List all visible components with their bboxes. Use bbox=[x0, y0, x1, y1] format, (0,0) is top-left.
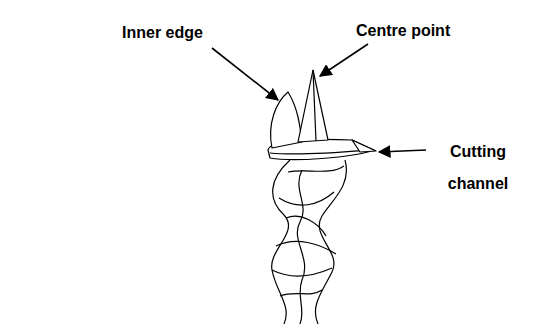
leader-arrow bbox=[379, 150, 426, 152]
helix-band bbox=[279, 192, 334, 205]
helix-band bbox=[297, 170, 304, 324]
helix-band bbox=[286, 216, 326, 236]
part-label: Cutting channel bbox=[432, 136, 524, 200]
part-label: Centre point bbox=[356, 22, 450, 40]
drill-bit bbox=[268, 70, 376, 324]
leader-arrow bbox=[320, 44, 368, 76]
leader-lines bbox=[212, 44, 426, 152]
part-label: Inner edge bbox=[122, 24, 203, 42]
flange-edge bbox=[270, 150, 370, 154]
helix-band bbox=[288, 166, 344, 172]
helix-band bbox=[276, 241, 336, 254]
shank-right-edge bbox=[315, 160, 346, 324]
inner-edge-blade bbox=[271, 92, 302, 148]
helix-band bbox=[272, 268, 332, 276]
cutting-spur bbox=[352, 140, 376, 152]
helix-band bbox=[280, 290, 322, 296]
centre-point bbox=[298, 70, 328, 142]
centre-point-facet bbox=[313, 70, 316, 141]
leader-arrow bbox=[212, 48, 278, 100]
